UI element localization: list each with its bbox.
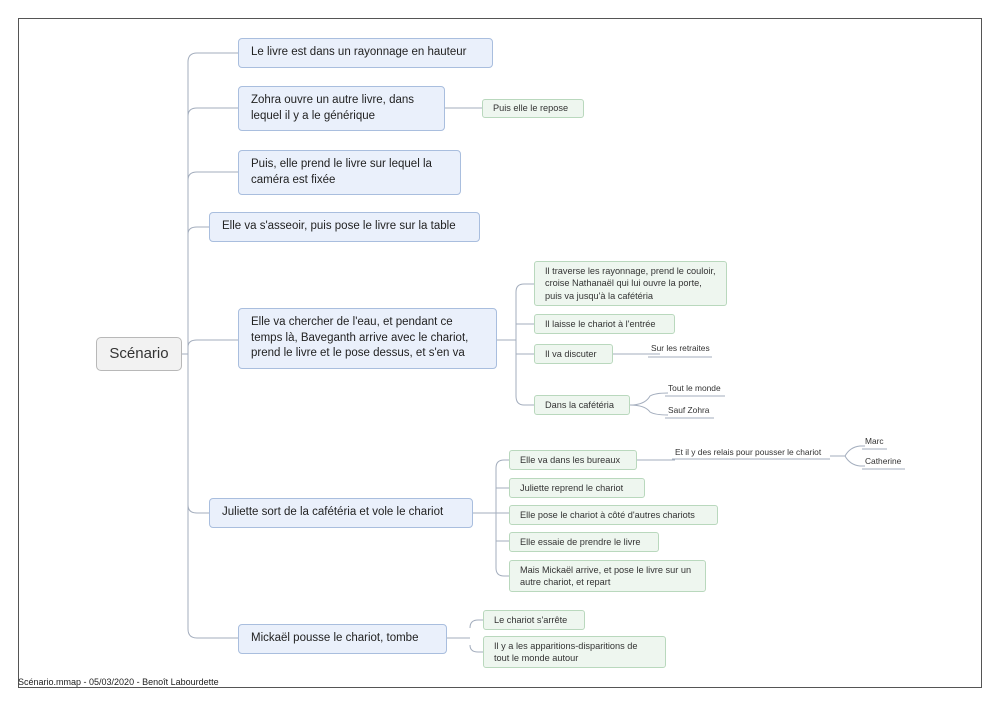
topic-label: Elle va s'asseoir, puis pose le livre su… bbox=[222, 220, 456, 233]
subtopic-chariot-s-arrete[interactable]: Le chariot s'arrête bbox=[483, 610, 585, 630]
subtopic-va-discuter[interactable]: Il va discuter bbox=[534, 344, 613, 364]
root-label: Scénario bbox=[109, 344, 169, 362]
subtopic-va-dans-bureaux[interactable]: Elle va dans les bureaux bbox=[509, 450, 637, 470]
subtopic-label: Le chariot s'arrête bbox=[494, 614, 568, 625]
detail-label: Catherine bbox=[865, 455, 902, 466]
subtopic-dans-la-cafeteria[interactable]: Dans la cafétéria bbox=[534, 395, 630, 415]
topic-mickael-pousse-chariot[interactable]: Mickaël pousse le chariot, tombe bbox=[238, 624, 447, 654]
topic-label: Mickaël pousse le chariot, tombe bbox=[251, 632, 419, 645]
detail-label: Tout le monde bbox=[668, 382, 721, 393]
subtopic-traverse-rayonnage[interactable]: Il traverse les rayonnage, prend le coul… bbox=[534, 261, 727, 306]
topic-label: Puis, elle prend le livre sur lequel la … bbox=[251, 157, 432, 186]
subtopic-label: Il va discuter bbox=[545, 348, 597, 359]
detail-marc[interactable]: Marc bbox=[863, 435, 886, 448]
detail-sauf-zohra[interactable]: Sauf Zohra bbox=[666, 404, 711, 417]
topic-label: Zohra ouvre un autre livre, dans lequel … bbox=[251, 93, 415, 122]
detail-catherine[interactable]: Catherine bbox=[863, 455, 903, 468]
page-frame bbox=[18, 18, 982, 688]
topic-zohra-ouvre-livre[interactable]: Zohra ouvre un autre livre, dans lequel … bbox=[238, 86, 445, 131]
detail-relais-pousser-chariot[interactable]: Et il y des relais pour pousser le chari… bbox=[673, 446, 823, 459]
topic-prend-livre-camera[interactable]: Puis, elle prend le livre sur lequel la … bbox=[238, 150, 461, 195]
topic-chercher-eau[interactable]: Elle va chercher de l'eau, et pendant ce… bbox=[238, 308, 497, 369]
subtopic-label: Il laisse le chariot à l'entrée bbox=[545, 318, 656, 329]
topic-va-s-asseoir[interactable]: Elle va s'asseoir, puis pose le livre su… bbox=[209, 212, 480, 242]
topic-livre-rayonnage[interactable]: Le livre est dans un rayonnage en hauteu… bbox=[238, 38, 493, 68]
footer-file-info: Scénario.mmap - 05/03/2020 - Benoît Labo… bbox=[18, 677, 219, 687]
detail-sur-les-retraites[interactable]: Sur les retraites bbox=[649, 342, 712, 355]
topic-label: Elle va chercher de l'eau, et pendant ce… bbox=[251, 316, 469, 360]
detail-label: Sur les retraites bbox=[651, 342, 710, 353]
topic-label: Juliette sort de la cafétéria et vole le… bbox=[222, 506, 444, 519]
detail-tout-le-monde[interactable]: Tout le monde bbox=[666, 382, 723, 395]
subtopic-mickael-arrive[interactable]: Mais Mickaël arrive, et pose le livre su… bbox=[509, 560, 706, 592]
subtopic-label: Dans la cafétéria bbox=[545, 399, 614, 410]
detail-label: Marc bbox=[865, 435, 884, 446]
subtopic-pose-chariot-cote[interactable]: Elle pose le chariot à côté d'autres cha… bbox=[509, 505, 718, 525]
subtopic-laisse-chariot[interactable]: Il laisse le chariot à l'entrée bbox=[534, 314, 675, 334]
subtopic-label: Il y a les apparitions-disparitions de t… bbox=[494, 640, 638, 663]
root-topic-scenario[interactable]: Scénario bbox=[96, 337, 182, 371]
detail-label: Sauf Zohra bbox=[668, 404, 710, 415]
subtopic-apparitions-disparitions[interactable]: Il y a les apparitions-disparitions de t… bbox=[483, 636, 666, 668]
subtopic-label: Elle essaie de prendre le livre bbox=[520, 536, 641, 547]
subtopic-label: Elle va dans les bureaux bbox=[520, 454, 621, 465]
subtopic-puis-elle-le-repose[interactable]: Puis elle le repose bbox=[482, 99, 584, 118]
subtopic-label: Juliette reprend le chariot bbox=[520, 482, 624, 493]
topic-label: Le livre est dans un rayonnage en hauteu… bbox=[251, 46, 467, 59]
subtopic-label: Puis elle le repose bbox=[493, 103, 569, 114]
subtopic-label: Mais Mickaël arrive, et pose le livre su… bbox=[520, 564, 692, 587]
detail-label: Et il y des relais pour pousser le chari… bbox=[675, 446, 822, 457]
subtopic-label: Elle pose le chariot à côté d'autres cha… bbox=[520, 509, 695, 520]
subtopic-juliette-reprend-chariot[interactable]: Juliette reprend le chariot bbox=[509, 478, 645, 498]
subtopic-label: Il traverse les rayonnage, prend le coul… bbox=[545, 265, 716, 301]
topic-juliette-vole-chariot[interactable]: Juliette sort de la cafétéria et vole le… bbox=[209, 498, 473, 528]
subtopic-essaie-prendre-livre[interactable]: Elle essaie de prendre le livre bbox=[509, 532, 659, 552]
